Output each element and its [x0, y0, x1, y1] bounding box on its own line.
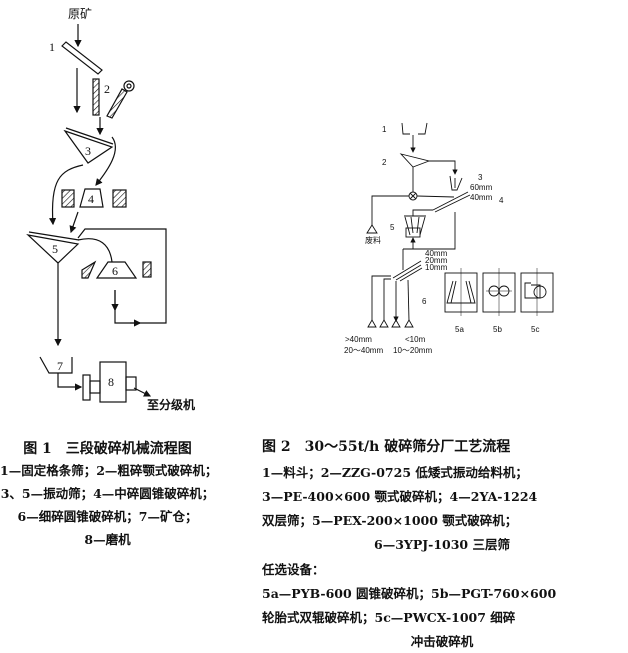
figure1-legend-line: 6—细碎圆锥破碎机；7—矿仓； [17, 509, 198, 524]
f2-label-5: 5 [390, 223, 395, 232]
label-2: 2 [104, 82, 110, 96]
figure1-diagram: 原矿 1 2 3 4 5 6 7 [26, 7, 195, 412]
figure1-legend-line: 3、5—振动筛；4—中碎圆锥破碎机； [0, 486, 215, 501]
size-60mm: 60mm [470, 183, 493, 192]
ore-bin-7 [39, 356, 73, 374]
label-1: 1 [49, 40, 55, 54]
label-5a: 5a [455, 325, 464, 334]
label-3: 3 [85, 144, 91, 158]
figure2-legend-line: 3—PE-400×600 颚式破碎机；4—2YA-1224 [262, 489, 538, 504]
f2-label-2: 2 [382, 158, 387, 167]
jaw-crusher-2-swing [106, 88, 128, 119]
triple-deck-screen-6 [392, 260, 422, 279]
f2-label-3: 3 [478, 173, 483, 182]
jaw-crusher-5 [404, 215, 426, 236]
cone-crusher-6 [95, 261, 138, 279]
figure1-caption: 图 1 三段破碎机械流程图 [23, 441, 192, 457]
output-gt40: >40mm [345, 335, 372, 344]
figure1-legend-line: 1—固定格条筛；2—粗碎颚式破碎机； [0, 463, 218, 478]
size-10mm: 10mm [425, 263, 448, 272]
figure2-legend-line: 冲击破碎机 [410, 634, 474, 649]
vibrating-screen-5 [26, 234, 80, 264]
cone-crusher-4 [79, 188, 104, 208]
label-8: 8 [108, 375, 114, 389]
jaw-crusher-2-fixed [92, 78, 100, 116]
figure2-legend-line: 6—3YPJ-1030 三层筛 [374, 537, 510, 552]
label-7: 7 [57, 359, 63, 373]
output-pile [367, 319, 377, 328]
vibrating-screen-3 [63, 129, 114, 164]
output-lt10: <10m [405, 335, 426, 344]
figure2-legend-line: 任选设备： [262, 562, 325, 577]
grizzly-screen-1 [61, 41, 103, 75]
figure2-legend-line: 1—料斗；2—ZZG-0725 低矮式振动给料机； [262, 465, 528, 480]
label-5c: 5c [531, 325, 539, 334]
hopper-1 [401, 122, 410, 135]
mill-8 [82, 374, 91, 401]
figure2-legend-line: 5a—PYB-600 圆锥破碎机；5b—PGT-760×600 [262, 586, 557, 601]
size-40mm: 40mm [470, 193, 493, 202]
figure2-legend-line: 双层筛；5—PEX-200×1000 颚式破碎机； [262, 513, 518, 528]
jaw-crusher-3 [449, 175, 463, 191]
flow-diagrams: 原矿 1 2 3 4 5 6 7 [26, 7, 554, 412]
f2-label-4: 4 [499, 196, 504, 205]
waste-label: 废料 [365, 235, 381, 245]
label-6: 6 [112, 264, 118, 278]
output-10-20: 10～20mm [393, 346, 432, 355]
f2-label-6: 6 [422, 297, 427, 306]
label-5b: 5b [493, 325, 502, 334]
output-20-40: 20～40mm [344, 346, 383, 355]
f2-label-1: 1 [382, 125, 387, 134]
waste-pile [366, 224, 378, 234]
figure2-diagram: 1 2 3 废料 60mm 40mm 4 5 40mm 20mm 10mm 6 [344, 122, 554, 355]
label-4: 4 [88, 192, 94, 206]
double-deck-screen-4 [432, 191, 469, 211]
raw-ore-label: 原矿 [68, 7, 92, 21]
figure1-legend-line: 8—磨机 [84, 532, 131, 547]
feeder-2 [399, 153, 431, 168]
size-20mm: 20mm [425, 256, 448, 265]
label-5: 5 [52, 242, 58, 256]
to-classifier-label: 至分级机 [147, 397, 195, 412]
figure2-caption: 图 2 30～55t/h 破碎筛分厂工艺流程 [262, 439, 511, 455]
size-40mm-b: 40mm [425, 249, 448, 258]
figure2-legend-line: 轮胎式双辊破碎机；5c—PWCX-1007 细碎 [262, 610, 516, 625]
